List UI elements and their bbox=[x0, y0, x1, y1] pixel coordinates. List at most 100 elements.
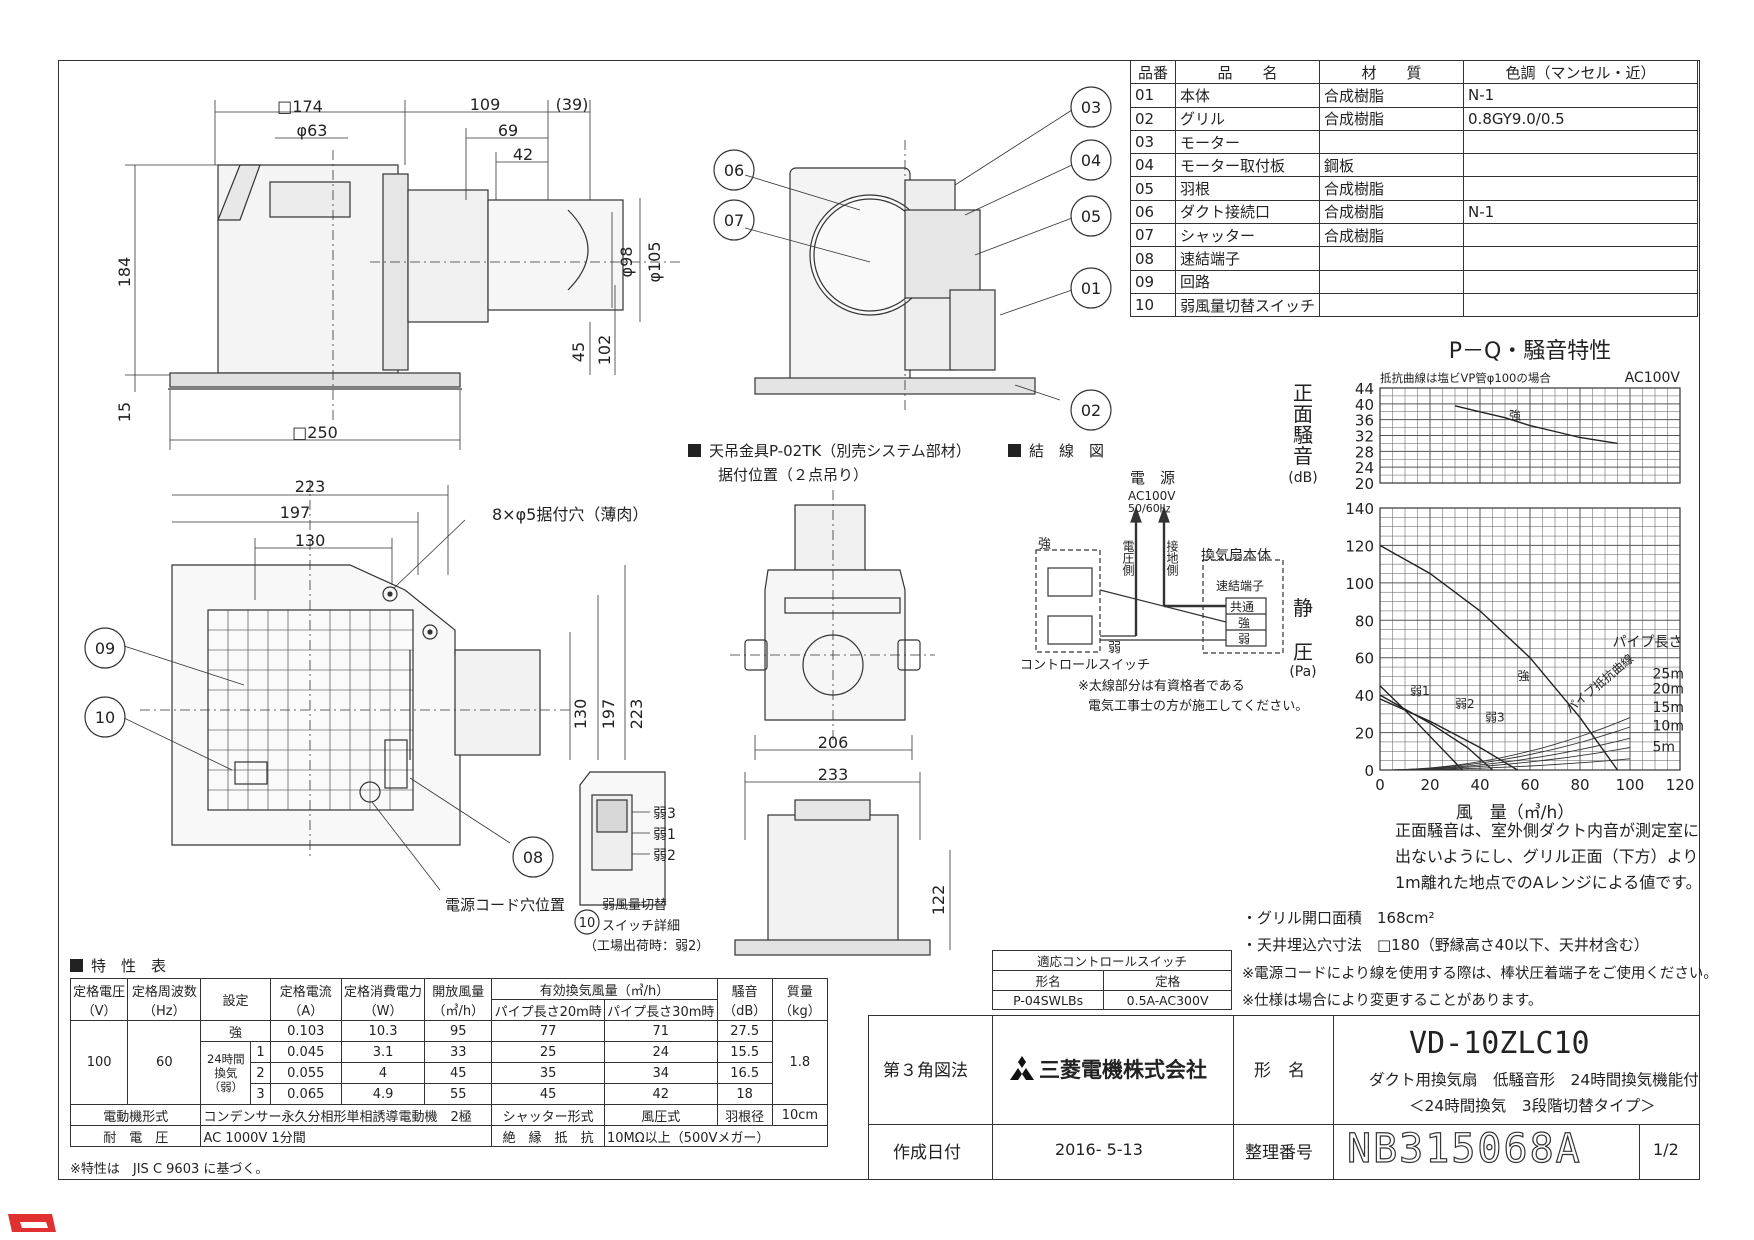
spec-insul: 10MΩ以上（500Vメガー） bbox=[603, 1125, 829, 1147]
chart-note: 正面騒音は、室外側ダクト内音が測定室に 出ないようにし、グリル正面（下方）より … bbox=[1395, 818, 1702, 896]
spec-p20: 35 bbox=[491, 1062, 605, 1084]
pipe-length-label: パイプ長さ bbox=[1613, 634, 1683, 650]
dim-h102: 102 bbox=[595, 335, 614, 366]
callout-08: 08 bbox=[523, 848, 543, 867]
y-tick-pq: 100 bbox=[1345, 575, 1374, 593]
spec-open: 95 bbox=[424, 1020, 493, 1042]
model-desc-2: ＜24時間換気 3段階切替タイプ＞ bbox=[1409, 1097, 1656, 1115]
page-number: 1/2 bbox=[1653, 1140, 1679, 1159]
switch-w2: 弱2 bbox=[653, 848, 676, 864]
part-color bbox=[1463, 176, 1698, 201]
spec-w: 4 bbox=[340, 1062, 426, 1084]
y-tick-noise: 32 bbox=[1355, 428, 1374, 446]
spec-open: 33 bbox=[424, 1041, 493, 1063]
switch-h-model: 形名 bbox=[991, 970, 1105, 991]
part-name: 回路 bbox=[1174, 269, 1321, 294]
part-color: N-1 bbox=[1463, 199, 1698, 225]
part-color bbox=[1463, 223, 1698, 248]
spec-h-pow: 定格消費電力（W） bbox=[340, 978, 426, 1021]
part-material bbox=[1319, 246, 1465, 271]
part-name: モーター取付板 bbox=[1174, 153, 1321, 178]
spec-h-pow-unit: （W） bbox=[363, 1003, 403, 1019]
y-unit-pq: (Pa) bbox=[1289, 664, 1316, 680]
noise-panel-frame bbox=[1379, 387, 1681, 484]
spec-db: 27.5 bbox=[716, 1020, 773, 1042]
spec-h-freq-text: 定格周波数 bbox=[131, 984, 197, 1000]
x-tick: 100 bbox=[1616, 776, 1645, 794]
part-material bbox=[1319, 269, 1465, 294]
spec-h-freq: 定格周波数 （Hz） bbox=[127, 978, 202, 1021]
spec-h-freq-unit: （Hz） bbox=[143, 1003, 186, 1019]
dim-d39: (39) bbox=[556, 95, 589, 114]
spec-p20: 25 bbox=[491, 1041, 605, 1063]
spec-p20: 77 bbox=[491, 1020, 605, 1042]
wiring-drawing bbox=[1035, 506, 1284, 654]
parts-h-material: 材 質 bbox=[1319, 59, 1465, 85]
pq-series-label: 弱3 bbox=[1485, 710, 1505, 724]
spec-p20: 45 bbox=[491, 1083, 605, 1105]
wiring-switch: コントロールスイッチ bbox=[1020, 658, 1150, 673]
spec-h-volt: 定格電圧（V） bbox=[69, 978, 129, 1021]
cord-hole-label: 電源コード穴位置 bbox=[445, 896, 565, 914]
mount-title: 天吊金具P-02TK（別売システム部材） bbox=[688, 440, 971, 461]
callout-02: 02 bbox=[1081, 401, 1101, 420]
spec-h-volt-text: 定格電圧 bbox=[73, 984, 126, 1000]
table-row: 2 0.055 4 45 35 34 16.5 bbox=[71, 1062, 828, 1084]
three-diamonds-icon bbox=[1010, 1056, 1034, 1080]
part-no: 08 bbox=[1130, 246, 1176, 271]
switch-caption-3: （工場出荷時：弱2） bbox=[584, 939, 709, 954]
y-label-pq-char: 静 bbox=[1293, 596, 1313, 620]
spec-blade-label: 羽根径 bbox=[716, 1104, 773, 1126]
spec-notes: ・グリル開口面積 168cm² ・天井埋込穴寸法 □180（野縁高さ40以下、天… bbox=[1242, 905, 1649, 959]
x-tick: 120 bbox=[1666, 776, 1695, 794]
dim-h45: 45 bbox=[569, 342, 588, 362]
model-desc-1: ダクト用換気扇 低騒音形 24時間換気機能付 bbox=[1369, 1071, 1699, 1089]
part-color bbox=[1463, 269, 1698, 294]
spec-db: 18 bbox=[716, 1083, 773, 1105]
parts-h-name: 品 名 bbox=[1174, 59, 1321, 85]
part-color bbox=[1463, 246, 1698, 271]
y-tick-pq: 140 bbox=[1345, 500, 1374, 518]
part-color bbox=[1463, 153, 1698, 178]
model-name: VD-10ZLC10 bbox=[1409, 1026, 1590, 1061]
switch-caption-1: 弱風量切替 bbox=[602, 898, 667, 913]
pq-series-label: 強 bbox=[1518, 669, 1530, 683]
x-tick: 40 bbox=[1470, 776, 1489, 794]
y-tick-noise: 44 bbox=[1355, 380, 1374, 398]
mount-title-text: 天吊金具P-02TK（別売システム部材） bbox=[709, 442, 971, 460]
note-grille-area: ・グリル開口面積 168cm² bbox=[1242, 909, 1435, 927]
section-marker bbox=[688, 444, 701, 457]
part-color bbox=[1463, 129, 1698, 155]
spec-h-p30: パイプ長さ30m時 bbox=[603, 999, 718, 1021]
dim-d109: 109 bbox=[470, 95, 501, 114]
switch-rating: 0.5A-AC300V bbox=[1103, 990, 1232, 1010]
chart-note-line: 出ないようにし、グリル正面（下方）より bbox=[1395, 847, 1699, 866]
model-label: 形 名 bbox=[1254, 1061, 1305, 1081]
spec-h-curr-text: 定格電流 bbox=[279, 984, 332, 1000]
y-tick-pq: 80 bbox=[1355, 612, 1374, 630]
dim-w250: □250 bbox=[292, 423, 338, 442]
part-no: 05 bbox=[1130, 176, 1176, 201]
part-material: 合成樹脂 bbox=[1319, 106, 1465, 131]
wiring-note-2: 電気工事士の方が施工してください。 bbox=[1088, 698, 1308, 714]
part-color: N-1 bbox=[1463, 83, 1698, 108]
dim-d130: 130 bbox=[295, 531, 326, 550]
spec-p30: 71 bbox=[603, 1020, 718, 1042]
spec-freq: 60 bbox=[127, 1020, 202, 1105]
spec-notes-2: ※電源コードにより線を使用する際は、棒状圧着端子をご使用ください。 ※仕様は場合… bbox=[1242, 961, 1718, 1015]
part-name: ダクト接続口 bbox=[1174, 199, 1321, 225]
part-name: モーター bbox=[1174, 129, 1321, 155]
spec-sub: 2 bbox=[250, 1062, 271, 1084]
parts-header: 品番 品 名 材 質 色調（マンセル・近） bbox=[1130, 59, 1698, 85]
callout-09: 09 bbox=[95, 639, 115, 658]
wiring-power-v: AC100V bbox=[1128, 489, 1176, 503]
part-material bbox=[1319, 292, 1465, 318]
part-name: シャッター bbox=[1174, 223, 1321, 248]
y-tick-pq: 0 bbox=[1364, 762, 1374, 780]
part-name: 本体 bbox=[1174, 83, 1321, 108]
